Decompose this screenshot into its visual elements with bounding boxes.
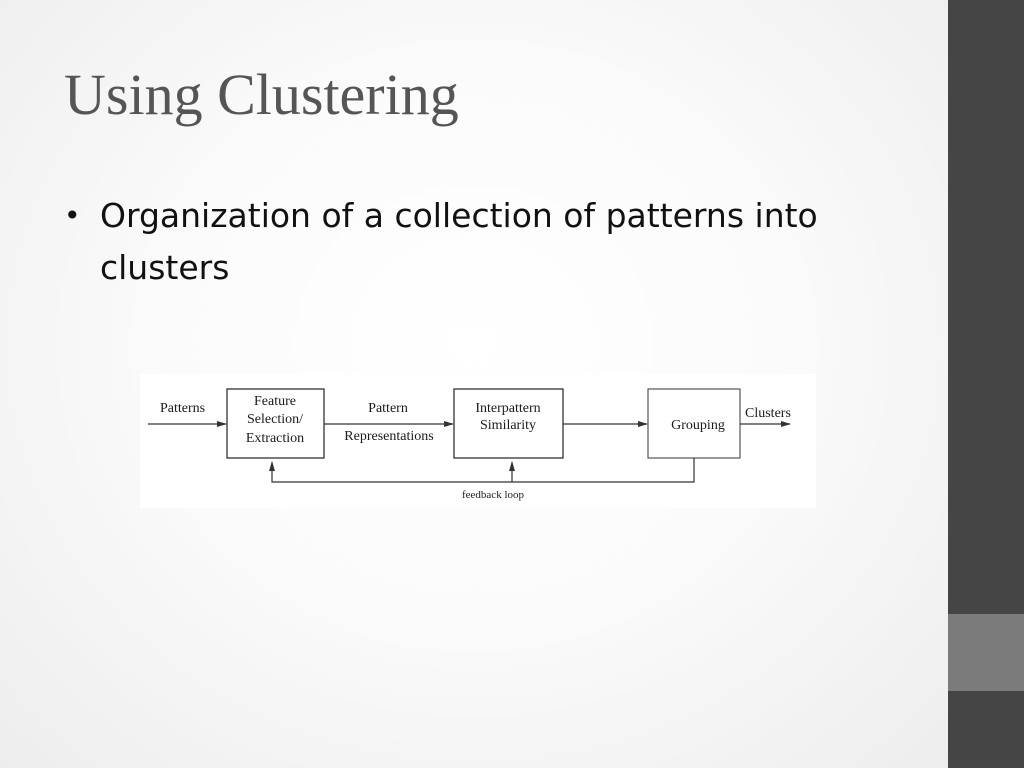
slide-canvas: Using Clustering • Organization of a col… bbox=[0, 0, 948, 768]
bullet-dot-icon: • bbox=[64, 199, 81, 232]
clustering-diagram-svg: Patterns Feature Selection/ Extraction P… bbox=[148, 388, 791, 501]
edge-label-line-2: Representations bbox=[344, 429, 433, 444]
output-label: Clusters bbox=[745, 406, 791, 421]
bullet-item: • Organization of a collection of patter… bbox=[58, 190, 918, 294]
slide-title: Using Clustering bbox=[64, 62, 459, 127]
feature-box-line-3: Extraction bbox=[246, 431, 304, 446]
side-bar-accent bbox=[948, 614, 1024, 691]
interpattern-similarity-box bbox=[453, 388, 564, 459]
similarity-box-line-1: Interpattern bbox=[475, 401, 540, 416]
bullet-text: Organization of a collection of patterns… bbox=[100, 196, 818, 287]
grouping-box-label: Grouping bbox=[671, 418, 725, 433]
bullet-list: • Organization of a collection of patter… bbox=[58, 190, 918, 294]
clustering-diagram: Patterns Feature Selection/ Extraction P… bbox=[140, 374, 816, 508]
feature-box-line-1: Feature bbox=[254, 394, 296, 409]
grouping-box bbox=[647, 388, 741, 459]
feedback-loop-label: feedback loop bbox=[462, 489, 524, 501]
edge-label-line-1: Pattern bbox=[368, 401, 408, 416]
feedback-loop-line bbox=[269, 458, 695, 483]
feature-box-line-2: Selection/ bbox=[247, 412, 303, 427]
input-label: Patterns bbox=[160, 401, 205, 416]
similarity-box-line-2: Similarity bbox=[480, 418, 536, 433]
